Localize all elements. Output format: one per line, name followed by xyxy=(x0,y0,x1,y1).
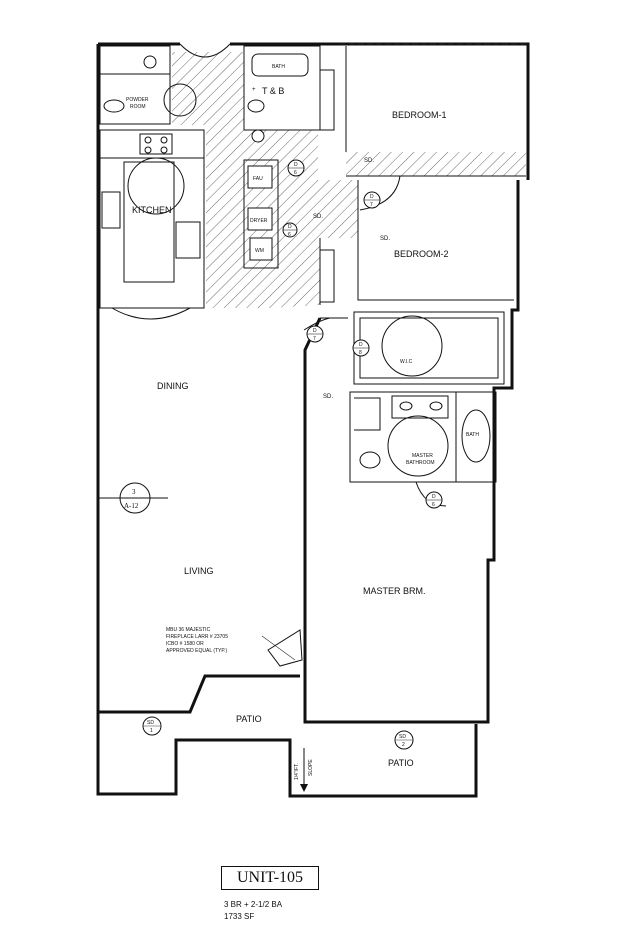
fireplace-note-line: ICBO # 1580 OR xyxy=(166,641,204,647)
patio-left-label: PATIO xyxy=(236,714,262,724)
cooktop-icon xyxy=(139,133,173,155)
fridge-icon xyxy=(175,221,201,259)
svg-text:SD: SD xyxy=(399,734,406,740)
dryer-icon xyxy=(247,207,273,231)
powder-room-label-2: ROOM xyxy=(130,104,146,110)
tub-icon xyxy=(251,53,309,77)
svg-text:D: D xyxy=(288,224,292,230)
tb-label: T & B xyxy=(262,86,284,96)
wic-label: W.I.C xyxy=(400,359,413,365)
door-tags: D 6 D 6 D 7 D 7 D 8 D 6 SD xyxy=(119,159,443,750)
svg-text:+: + xyxy=(252,87,256,93)
powder-toilet-icon xyxy=(103,99,125,113)
svg-text:D: D xyxy=(432,494,436,500)
door-tag: SD 2 xyxy=(394,730,414,750)
fixtures xyxy=(98,43,528,792)
door-tag: D 6 xyxy=(282,222,298,238)
hatched-hallway xyxy=(172,52,526,308)
master-tub-label: BATH xyxy=(466,432,479,438)
fau-icon xyxy=(247,165,273,189)
svg-text:2: 2 xyxy=(402,742,405,748)
door-tag: D 7 xyxy=(306,325,324,343)
bath-sink-icon xyxy=(251,129,265,143)
svg-text:3: 3 xyxy=(132,488,136,496)
svg-text:6: 6 xyxy=(432,502,435,508)
fau-label: FAU xyxy=(253,176,263,182)
svg-text:1: 1 xyxy=(150,728,153,734)
powder-room-label: POWDER xyxy=(126,97,149,103)
slope-note: 1/4"/FT. xyxy=(294,763,300,780)
fireplace-note-line: APPROVED EQUAL (TYP.) xyxy=(166,648,227,654)
master-tub-icon xyxy=(461,409,491,463)
svg-text:D: D xyxy=(313,328,317,334)
door-tag: D 8 xyxy=(352,339,370,357)
sd-note: SD. xyxy=(380,236,390,242)
svg-text:D: D xyxy=(359,342,363,348)
room-labels: POWDER ROOM BATH T & B BEDROOM-1 BEDROOM… xyxy=(126,64,479,768)
section-tag: 3 A-12 xyxy=(119,482,151,514)
door-tag: D 6 xyxy=(287,159,305,177)
bedroom-1-label: BEDROOM-1 xyxy=(392,110,447,120)
svg-text:A-12: A-12 xyxy=(124,502,139,510)
interior-walls xyxy=(96,45,526,798)
tub-label: BATH xyxy=(272,64,285,70)
powder-sink-icon xyxy=(143,55,157,69)
kitchen-island-icon xyxy=(123,161,175,283)
door-tag: D 6 xyxy=(425,491,443,509)
notes: MBU 36 MAJESTIC FIREPLACE LARR # 23705 I… xyxy=(166,627,314,780)
dining-label: DINING xyxy=(157,381,189,391)
fireplace-note-line: FIREPLACE LARR # 23705 xyxy=(166,634,228,640)
slope-note-2: SLOPE xyxy=(308,759,314,776)
bed-bath-summary: 3 BR + 2-1/2 BA xyxy=(224,900,283,909)
master-bath-label-2: BATHROOM xyxy=(406,460,435,466)
fireplace-note-line: MBU 36 MAJESTIC xyxy=(166,627,211,633)
appliance-labels: FAU DRYER WM xyxy=(250,176,268,254)
master-bath-label: MASTER xyxy=(412,453,433,459)
door-tag: D 7 xyxy=(363,191,381,209)
master-bedroom-label: MASTER BRM. xyxy=(363,586,426,596)
door-tag: SD 1 xyxy=(142,716,162,736)
svg-text:SD: SD xyxy=(147,720,154,726)
area-summary: 1733 SF xyxy=(224,912,255,921)
svg-text:7: 7 xyxy=(313,336,316,342)
master-toilet-icon xyxy=(359,451,381,469)
bath-toilet-icon xyxy=(247,99,265,113)
svg-text:6: 6 xyxy=(288,232,291,238)
svg-text:D: D xyxy=(370,194,374,200)
svg-text:D: D xyxy=(294,162,298,168)
unit-title: UNIT-105 xyxy=(221,866,319,890)
sd-note: SD. xyxy=(364,158,374,164)
sd-note: SD. xyxy=(323,394,333,400)
kitchen-label: KITCHEN xyxy=(132,205,172,215)
fireplace-icon xyxy=(267,629,303,667)
bedroom-2-label: BEDROOM-2 xyxy=(394,249,449,259)
washer-label: WM xyxy=(255,248,264,254)
svg-text:6: 6 xyxy=(294,170,297,176)
living-label: LIVING xyxy=(184,566,214,576)
smoke-detectors: + SD. SD. SD. SD. xyxy=(252,87,390,400)
sd-note: SD. xyxy=(313,214,323,220)
svg-text:8: 8 xyxy=(359,350,362,356)
patio-right-label: PATIO xyxy=(388,758,414,768)
kitchen-sink-icon xyxy=(101,191,121,229)
svg-text:7: 7 xyxy=(370,202,373,208)
washer-icon xyxy=(249,237,273,261)
dryer-label: DRYER xyxy=(250,218,268,224)
